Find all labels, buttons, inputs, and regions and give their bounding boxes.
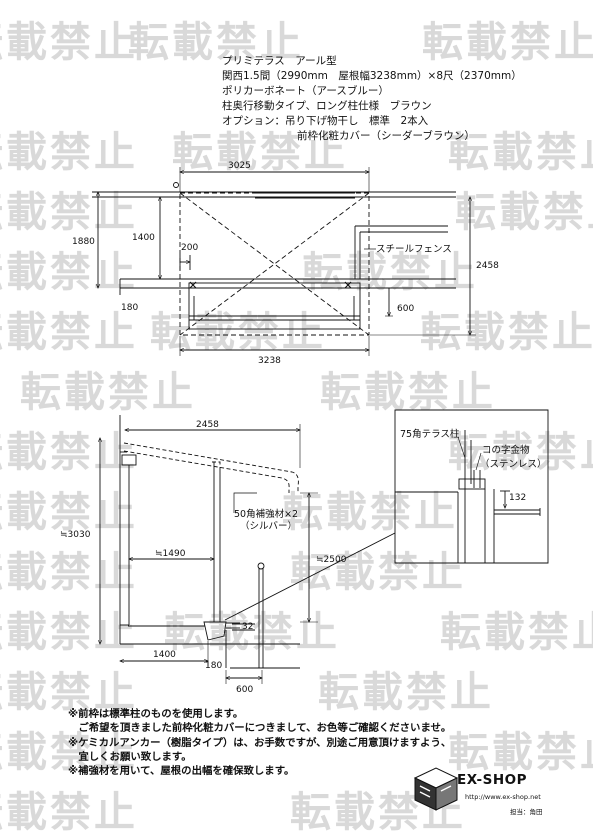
plan-dim-bottom: 3238 <box>258 356 281 366</box>
detail-bracket-label-1: コの字金物 <box>482 444 530 456</box>
note-3: ※ケミカルアンカー（樹脂タイプ）は、お手数ですが、別途ご用意頂けますよう、 <box>68 736 452 749</box>
reinforce-label-1: 50角補強材×2 <box>234 508 298 520</box>
watermark-text: 転載禁止 <box>0 548 138 596</box>
spec-line-3: ポリカーボネート（アースブルー） <box>222 85 389 97</box>
detail-dim: 132 <box>509 493 526 503</box>
brand-url: http://www.ex-shop.net <box>465 793 541 801</box>
roof-profile <box>123 442 299 493</box>
section-dim-top: 2458 <box>196 420 219 430</box>
watermark-text: 転載禁止 <box>0 128 138 176</box>
ex-shop-cube-icon <box>413 767 459 811</box>
staff-label: 担当：角田 <box>510 808 543 816</box>
plan-dim-eave: 180 <box>121 303 138 313</box>
corner-point <box>173 182 179 188</box>
spec-line-6: 前枠化粧カバー（シーダーブラウン） <box>297 130 475 142</box>
notes-block: ※前枠は標準柱のものを使用します。 ご希望を頂きました前枠化粧カバーにつきまして… <box>68 707 451 778</box>
note-4: 宜しくお願い致します。 <box>68 750 192 763</box>
section-dim-step: 600 <box>236 685 253 695</box>
watermark-text: 転載禁止 <box>0 488 138 536</box>
section-dim-post-h: ≒1490 <box>155 549 186 559</box>
section-dim-height: ≒3030 <box>60 530 91 540</box>
plan-dim-right-small: 600 <box>397 304 414 314</box>
watermark-text: 転載禁止 <box>20 368 196 416</box>
brand-name: EX-SHOP <box>457 772 528 788</box>
detail-bracket-label-2: （ステンレス） <box>480 458 547 470</box>
section-dim-base: 1400 <box>153 650 176 660</box>
watermark-text: 転載禁止 <box>448 428 593 476</box>
watermark-text: 転載禁止 <box>320 368 496 416</box>
plan-dim-right: 2458 <box>476 261 499 271</box>
plan-dim-left-inner: 1400 <box>132 233 155 243</box>
spec-line-4: 柱奥行移動タイプ、ロング柱仕様 ブラウン <box>222 100 432 112</box>
plan-dim-left-outer: 1880 <box>72 237 95 247</box>
section-dim-eave: 180 <box>205 661 222 671</box>
watermark-text: 転載禁止 <box>420 308 593 356</box>
note-5: ※補強材を用いて、屋根の出幅を確保致します。 <box>68 765 295 778</box>
watermark-text: 転載禁止 <box>0 608 138 656</box>
watermark-text: 転載禁止 <box>0 788 138 836</box>
steel-fence <box>354 225 448 279</box>
spec-line-5: オプション：吊り下げ物干し 標準 2本入 <box>222 115 429 127</box>
reinforce-label-2: （シルバー） <box>240 520 297 532</box>
note-1: ※前枠は標準柱のものを使用します。 <box>68 708 244 720</box>
watermark-text: 転載禁止 <box>0 668 138 716</box>
watermark-text: 転載禁止 <box>448 728 593 776</box>
fence-label: スチールフェンス <box>376 244 452 255</box>
post-marker-left <box>189 281 197 289</box>
detail-post-label: 75角テラス柱 <box>400 428 460 440</box>
post-marker-right <box>344 281 352 289</box>
watermark-text: 転載禁止 <box>0 728 138 776</box>
watermark-text: 転載禁止 <box>440 608 593 656</box>
note-2: ご希望を頂きました前枠化粧カバーにつきまして、お色等ご確認くださいませ。 <box>68 722 452 735</box>
plan-view: 3025 3238 1880 1400 200 180 600 2458 スチー… <box>72 161 499 366</box>
watermark-text: 転載禁止 <box>0 428 138 476</box>
detail-callout: 75角テラス柱 コの字金物 （ステンレス） 132 <box>224 409 549 621</box>
spec-line-1: プリミテラス アール型 <box>222 55 337 67</box>
spec-line-2: 関西1.5間（2990mm 屋根幅3238mm）×8尺（2370mm） <box>222 70 522 82</box>
watermark-text: 転載禁止 <box>0 308 138 356</box>
watermark-text: 転載禁止 <box>318 668 494 716</box>
plan-dim-post: 200 <box>181 243 198 253</box>
watermark-text: 転載禁止 <box>448 128 593 176</box>
plan-dim-top: 3025 <box>228 161 251 171</box>
spec-block: プリミテラス アール型 関西1.5間（2990mm 屋根幅3238mm）×8尺（… <box>222 54 522 144</box>
watermark-text: 転載禁止 <box>172 128 348 176</box>
watermark-text: 転載禁止 <box>422 18 593 66</box>
watermark-text: 転載禁止 <box>0 18 138 66</box>
watermark-text: 転載禁止 <box>0 188 138 236</box>
watermark-text: 転載禁止 <box>455 188 593 236</box>
section-view: 2458 ≒3030 ≒1490 ≒2500 1400 180 600 32 5… <box>60 415 347 695</box>
watermark-text: 転載禁止 <box>0 248 138 296</box>
watermark-text: 転載禁止 <box>128 18 304 66</box>
section-dim-roof-h: ≒2500 <box>316 555 347 565</box>
section-dim-gap: 32 <box>242 622 253 632</box>
